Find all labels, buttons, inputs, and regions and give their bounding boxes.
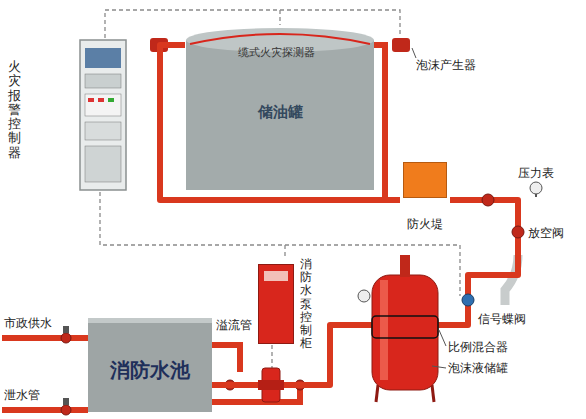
signal-wire <box>105 10 280 38</box>
connector-line <box>212 200 518 385</box>
callout-label: 放空阀 <box>528 226 564 240</box>
indicator <box>98 98 104 102</box>
leader-line <box>439 330 446 346</box>
tank-leg <box>376 385 378 402</box>
highlight <box>380 280 388 380</box>
pump-control-cabinet <box>258 264 294 344</box>
callout-label: 比例混合器 <box>448 340 508 354</box>
pipe <box>212 200 518 385</box>
vent-valve <box>512 226 524 238</box>
pipe <box>212 345 240 372</box>
connector-line <box>160 45 400 200</box>
valve-handle <box>63 398 69 405</box>
valve-handle <box>63 326 69 333</box>
node-box: 消防水池 <box>88 318 212 412</box>
foam-tank <box>372 275 438 390</box>
node-label: 储油罐 <box>258 103 303 122</box>
cabinet-panel <box>264 271 288 281</box>
node-box: 防火堤 <box>400 162 450 232</box>
indicator <box>108 98 114 102</box>
node-label: 火灾报警控制器 <box>8 60 21 160</box>
panel-row <box>85 94 121 116</box>
node-box: 消防水泵控制柜 <box>258 256 316 352</box>
node-label: 消防水泵控制柜 <box>300 258 312 350</box>
pressure-gauge <box>530 182 542 194</box>
tank-leg <box>432 385 434 402</box>
node-label: 消防水池 <box>110 357 190 384</box>
signal-butterfly-valve <box>462 294 474 306</box>
signal-wire <box>271 345 272 368</box>
panel-row <box>85 122 121 140</box>
panel-screen <box>85 48 121 68</box>
fire-dike-block <box>403 162 447 198</box>
callout-label: 泄水管 <box>4 388 40 402</box>
callout-label: 泡沫产生器 <box>416 58 476 72</box>
pipe <box>374 45 385 200</box>
node-label: 防火堤 <box>407 216 443 233</box>
pipe <box>2 407 88 413</box>
panel-row <box>85 74 121 88</box>
cable-detector <box>190 34 370 44</box>
alarm-cabinet <box>80 40 126 190</box>
callout-label: 缆式火灾探测器 <box>238 46 315 60</box>
signal-wire <box>280 10 400 36</box>
leader-line <box>412 48 416 58</box>
pump-flange <box>258 380 284 390</box>
callout-label: 市政供水 <box>4 316 52 330</box>
mixer-outline <box>372 316 438 338</box>
tank-body <box>186 40 374 190</box>
pipe <box>2 335 88 341</box>
pipe <box>160 45 400 200</box>
tank-neck <box>400 255 410 277</box>
gauge <box>358 290 370 302</box>
callout-label: 信号蝶阀 <box>478 312 526 326</box>
callout-label: 泡沫液储罐 <box>448 361 508 375</box>
valve <box>61 333 71 343</box>
node-box: 火灾报警控制器 <box>4 38 126 192</box>
leader-line <box>432 366 446 368</box>
connector-line <box>105 10 280 38</box>
foam-generator <box>392 38 410 52</box>
valve <box>61 405 71 415</box>
panel-row <box>85 146 121 182</box>
indicator <box>88 98 94 102</box>
callout-label: 压力表 <box>518 166 554 180</box>
valve <box>482 194 494 206</box>
callout-label: 溢流管 <box>216 318 252 332</box>
